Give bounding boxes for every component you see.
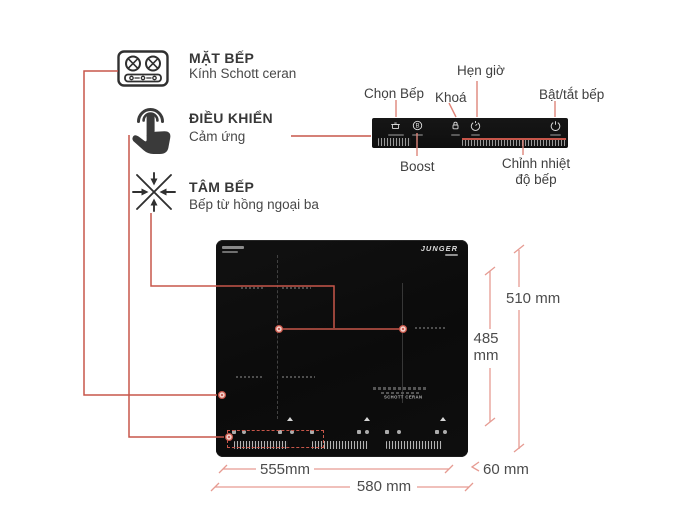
dimension-inner-height-unit: mm [473,347,499,364]
leader-lock [448,102,457,118]
touch-control-glyph [357,430,361,434]
label-boost: Boost [400,159,435,174]
dimension-outer-height: 510 mm [506,290,561,307]
panel-caption-dash [471,134,480,136]
zone-indicator-triangle [287,417,293,421]
dimension-tick [513,244,525,453]
dimension-depth: 60 mm [483,461,529,478]
zone-spec-text [415,327,445,329]
feature-title-control: ĐIỀU KHIỂN [189,110,273,126]
label-timer: Hẹn giờ [457,63,505,78]
center-mark-icon [131,169,177,215]
touch-control-glyph [278,430,282,434]
dimension-inner-width: 555mm [259,461,311,478]
brand-logo: JUNGER [420,244,458,253]
label-heat-adjust-2: độ bếp [515,172,557,187]
glass-print-mark [222,250,238,253]
touch-control-glyph [435,430,439,434]
touch-control-glyph [242,430,246,434]
control-area-highlight-box [227,430,324,448]
left-zone-centerline [277,255,278,419]
warning-text-row [373,387,427,390]
boost-icon: B [412,120,423,131]
label-select-zone: Chọn Bếp [364,86,425,101]
control-panel-strip: B [372,118,568,148]
feature-subtitle-control: Cảm ứng [189,129,246,144]
touch-icon [126,104,172,162]
feature-title-zone: TÂM BẾP [189,179,255,195]
zone-select-icon [390,120,401,131]
panel-caption-dash [412,134,423,136]
panel-caption-dash [451,134,460,136]
dimension-outer-width: 580 mm [356,478,412,495]
dimension-tick [210,482,474,492]
feature-subtitle-surface: Kính Schott ceran [189,66,297,81]
label-heat-adjust-1: Chỉnh nhiệt [501,156,571,171]
zone-spec-text [282,376,315,378]
power-icon [550,120,561,131]
boost-slider [378,138,411,146]
touch-control-glyph [232,430,236,434]
panel-caption-dash [388,134,404,136]
touch-control-glyph [290,430,294,434]
label-lock: Khoá [435,90,467,105]
glass-brand-logo: SCHOTT CERAN [384,395,423,400]
feature-title-surface: MẶT BẾP [189,50,255,66]
feature-subtitle-zone: Bếp từ hồng ngoại ba [189,197,319,212]
label-power: Bật/tắt bếp [539,87,605,102]
warning-text-row [381,391,419,394]
touch-control-glyph [365,430,369,434]
dimension-inner-height-value: 485 [473,330,499,347]
zone-spec-text [241,287,265,289]
touch-control-glyph [397,430,401,434]
zone-indicator-triangle [364,417,370,421]
lock-icon [450,120,461,131]
heat-slider [462,138,567,146]
touch-control-glyph [310,430,314,434]
brand-sub-mark [445,254,458,256]
timer-icon [470,120,481,131]
touch-control-glyph [385,430,389,434]
zone-spec-text [282,287,311,289]
right-zone-centerline [402,283,403,403]
panel-caption-dash [550,134,561,136]
svg-text:B: B [415,124,419,130]
glass-print-mark [222,246,244,249]
zone-slider-left [234,441,288,449]
zone-slider-middle [312,441,368,449]
gas-hob-icon [117,50,169,88]
touch-control-glyph [443,430,447,434]
zone-spec-text [236,376,263,378]
cooktop-surface: JUNGER SCHOTT CERAN [216,240,468,457]
zone-slider-right [386,441,442,449]
depth-arrow [470,461,480,472]
zone-indicator-triangle [440,417,446,421]
